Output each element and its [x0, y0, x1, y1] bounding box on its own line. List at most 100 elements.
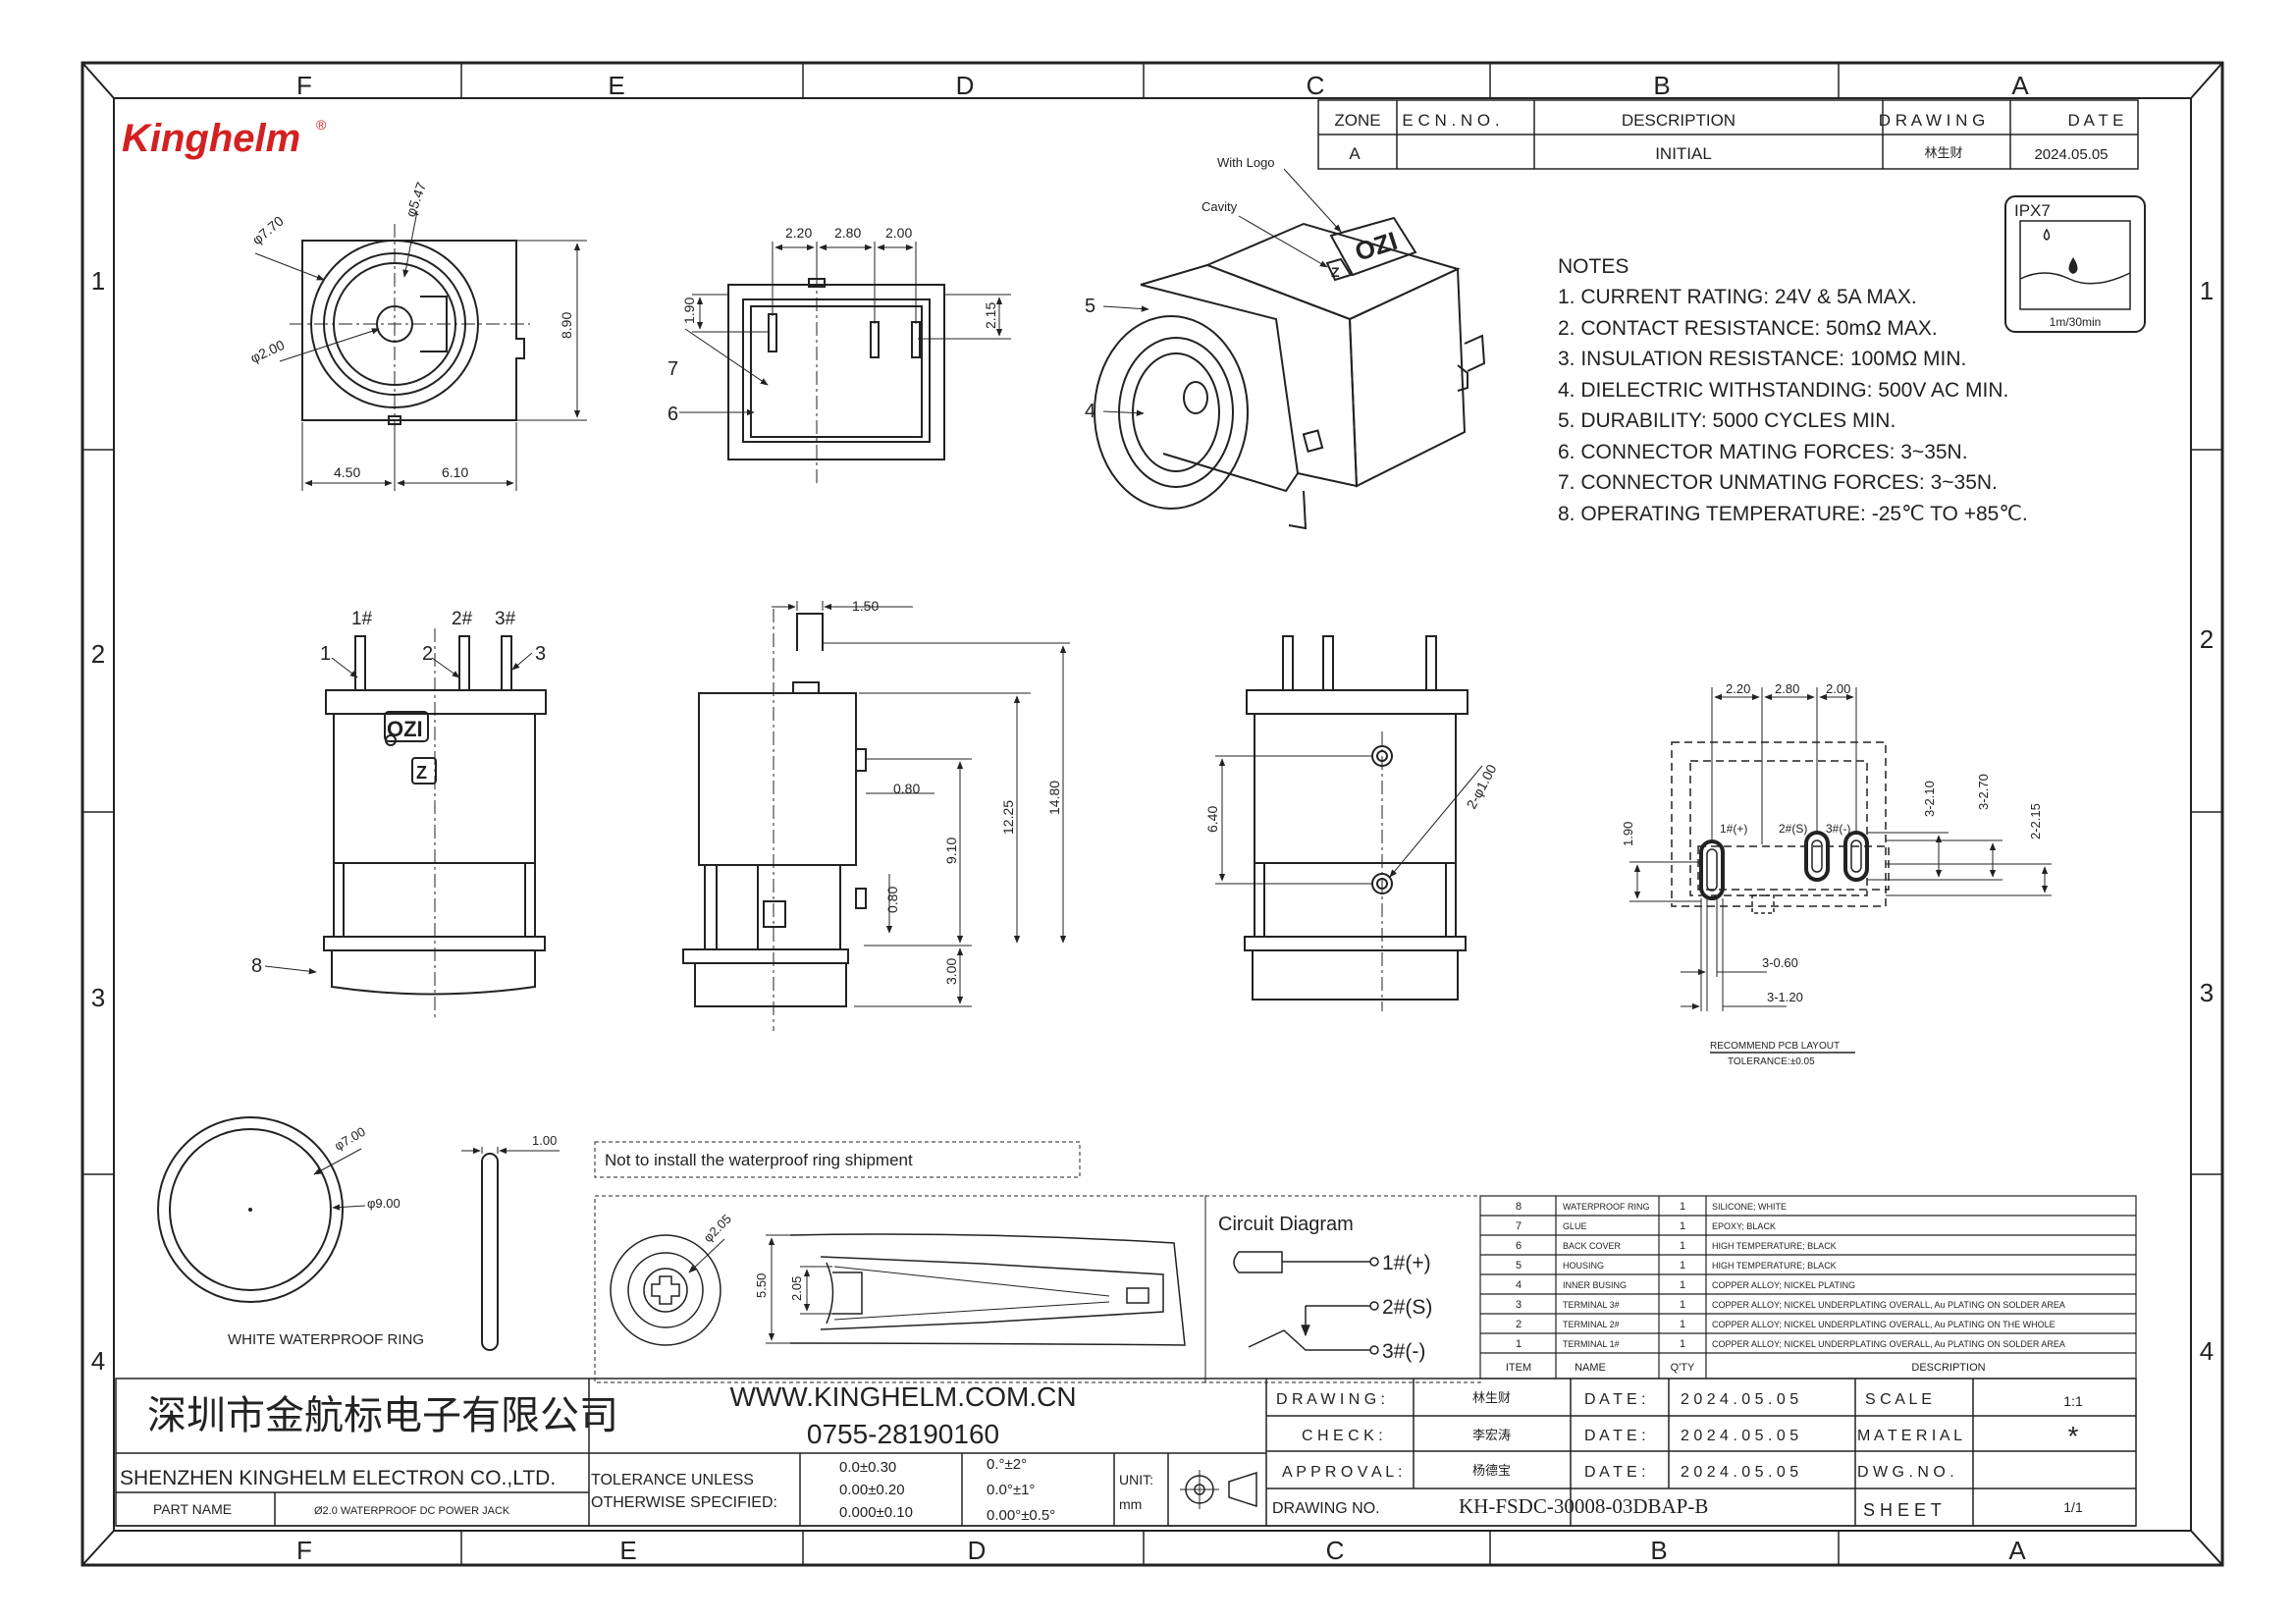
material-value: *	[2068, 1421, 2079, 1451]
drawing-frame	[80, 61, 2224, 1567]
bom-description: COPPER ALLOY; NICKEL UNDERPLATING OVERAL…	[1712, 1320, 2056, 1329]
col-label-top: E	[608, 71, 624, 100]
svg-text:3-1.20: 3-1.20	[1767, 990, 1803, 1004]
pin-side-view-labels: OZI Z 1# 2# 3# 1 2 3 8	[251, 609, 546, 977]
back-view-dims	[1215, 755, 1483, 885]
tolerance-label: TOLERANCE UNLESS	[591, 1472, 754, 1488]
frame-labels: F E D C B A F E D C B A 1 2 3 4 1 2 3 4	[91, 71, 2214, 1565]
bom-qty: 1	[1680, 1220, 1685, 1232]
ring-note-box	[594, 1141, 1081, 1178]
svg-text:8.90: 8.90	[559, 312, 574, 339]
bom-item: 3	[1516, 1299, 1522, 1311]
with-logo-label: With Logo	[1217, 155, 1275, 170]
circuit-diagram: Circuit Diagram 1#(+) 2#(S) 3#(-)	[1204, 1195, 1481, 1383]
bom-name: HOUSING	[1563, 1261, 1604, 1271]
note-item: 1. CURRENT RATING: 24V & 5A MAX.	[1558, 286, 1917, 308]
callout-1: 1	[320, 643, 331, 665]
bom-name: INNER BUSING	[1563, 1280, 1627, 1290]
drawing-no: KH-FSDC-30008-03DBAP-B	[1459, 1494, 1708, 1518]
waterproof-ring-view	[157, 1116, 499, 1351]
col-label-bottom: A	[2008, 1536, 2026, 1565]
bom-header-name: NAME	[1575, 1362, 1606, 1374]
date-value: 2 0 2 4 . 0 5 . 0 5	[1681, 1428, 1798, 1444]
callout-7: 7	[667, 358, 678, 380]
pcb-tolerance: TOLERANCE:±0.05	[1728, 1056, 1815, 1067]
cavity-label: Cavity	[1201, 199, 1238, 214]
water-drop-icon	[2068, 257, 2078, 274]
notes-block: NOTES 1. CURRENT RATING: 24V & 5A MAX. 2…	[1558, 255, 2028, 525]
part-name: Ø2.0 WATERPROOF DC POWER JACK	[314, 1505, 510, 1517]
date-label: D A T E :	[1584, 1428, 1646, 1444]
bom-name: BACK COVER	[1563, 1241, 1622, 1251]
ring-caption: WHITE WATERPROOF RING	[228, 1331, 424, 1348]
col-label-top: F	[296, 71, 312, 100]
bom-header-qty: Q'TY	[1671, 1362, 1695, 1374]
bom-item: 2	[1516, 1319, 1522, 1330]
row-label-left: 4	[91, 1346, 105, 1376]
svg-text:φ2.00: φ2.00	[248, 337, 288, 366]
pcb-pin-label: 2#(S)	[1779, 822, 1807, 836]
bom-description: COPPER ALLOY; NICKEL UNDERPLATING OVERAL…	[1712, 1339, 2065, 1349]
row-label-right: 1	[2200, 276, 2214, 305]
pcb-pin-label: 3#(-)	[1826, 822, 1850, 836]
side-view	[682, 609, 867, 1031]
svg-text:φ5.47: φ5.47	[402, 180, 430, 219]
svg-text:1.00: 1.00	[532, 1133, 557, 1148]
dwg-no-label: D W G . N O .	[1857, 1464, 1954, 1481]
svg-text:2.20: 2.20	[1726, 681, 1750, 696]
svg-text:4.50: 4.50	[334, 464, 360, 480]
drawing-label: D R A W I N G :	[1276, 1391, 1385, 1408]
front-view	[290, 224, 530, 428]
svg-text:3-2.70: 3-2.70	[1976, 774, 1991, 810]
bom-item: 7	[1516, 1220, 1522, 1232]
pin-label-1: 1#	[351, 609, 373, 629]
unit-value: mm	[1119, 1496, 1142, 1512]
tolerance-angular: 0.00°±0.5°	[987, 1507, 1055, 1524]
circuit-pin-3: 3#(-)	[1382, 1340, 1425, 1363]
tolerance-angular: 0.°±2°	[987, 1456, 1027, 1473]
sheet-label: S H E E T	[1863, 1500, 1942, 1520]
ipx-caption: 1m/30min	[2050, 315, 2102, 329]
callout-6: 6	[667, 404, 678, 425]
date-label: D A T E :	[1584, 1464, 1646, 1481]
bom-description: HIGH TEMPERATURE; BLACK	[1712, 1241, 1837, 1251]
bom-description: HIGH TEMPERATURE; BLACK	[1712, 1261, 1837, 1271]
title-block: 深圳市金航标电子有限公司 SHENZHEN KINGHELM ELECTRON …	[115, 1378, 2137, 1527]
bom-qty: 1	[1680, 1279, 1685, 1291]
bom-qty: 1	[1680, 1338, 1685, 1350]
bom-item: 8	[1516, 1201, 1522, 1213]
pcb-title: RECOMMEND PCB LAYOUT	[1710, 1041, 1840, 1052]
rev-header-ecn: E C N . N O .	[1402, 111, 1499, 130]
pin-label-2: 2#	[452, 609, 473, 629]
col-label-top: D	[956, 71, 975, 100]
note-item: 5. DURABILITY: 5000 CYCLES MIN.	[1558, 409, 1896, 432]
svg-text:2-φ1.00: 2-φ1.00	[1464, 762, 1500, 812]
bom-qty: 1	[1680, 1240, 1685, 1252]
svg-text:2.05: 2.05	[789, 1276, 804, 1301]
tolerance-linear: 0.000±0.10	[839, 1504, 913, 1521]
svg-text:9.10: 9.10	[943, 838, 959, 864]
pcb-layout-text: 2.20 2.80 2.00 1.90 3-2.10 3-2.70 2-2.15…	[1621, 681, 2043, 1067]
iso-logo-mark-small: Z	[1331, 264, 1340, 280]
row-label-right: 2	[2200, 624, 2214, 654]
bom-item: 1	[1516, 1338, 1522, 1350]
callout-4: 4	[1085, 401, 1095, 422]
company-name-cn: 深圳市金航标电子有限公司	[147, 1394, 618, 1437]
svg-text:6.40: 6.40	[1204, 806, 1220, 833]
registered-mark: ®	[316, 117, 327, 133]
col-label-bottom: F	[296, 1536, 312, 1565]
water-wave-icon	[2019, 272, 2131, 285]
note-item: 4. DIELECTRIC WITHSTANDING: 500V AC MIN.	[1558, 379, 2008, 402]
note-item: 3. INSULATION RESISTANCE: 100MΩ MIN.	[1558, 348, 1966, 370]
svg-text:1.90: 1.90	[681, 298, 697, 324]
note-item: 6. CONNECTOR MATING FORCES: 3~35N.	[1558, 441, 1968, 463]
svg-text:12.25: 12.25	[1000, 800, 1016, 835]
svg-text:φ9.00: φ9.00	[367, 1196, 400, 1211]
date-value: 2 0 2 4 . 0 5 . 0 5	[1681, 1464, 1798, 1481]
col-label-bottom: B	[1650, 1536, 1667, 1565]
unit-label: UNIT:	[1119, 1472, 1153, 1488]
section-view-dims	[688, 1234, 832, 1344]
phone: 0755-28190160	[807, 1419, 999, 1449]
bom-header-item: ITEM	[1506, 1362, 1531, 1374]
col-label-bottom: D	[968, 1536, 987, 1565]
